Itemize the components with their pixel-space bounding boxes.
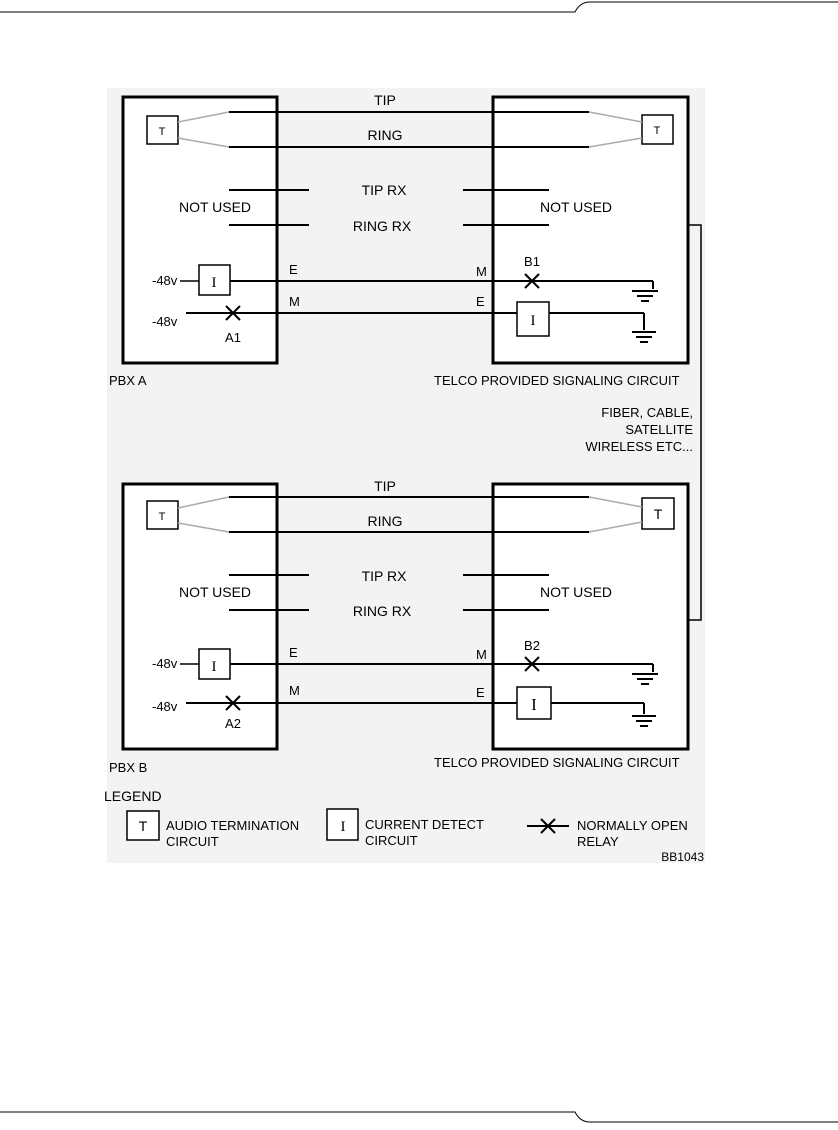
m-right-label: M xyxy=(476,264,487,279)
legend-i-label-line1: CURRENT DETECT xyxy=(365,817,484,832)
link-label-line3: WIRELESS ETC... xyxy=(585,439,693,454)
tip-rx-label: TIP RX xyxy=(362,568,408,584)
legend-i-label-line2: CIRCUIT xyxy=(365,833,418,848)
ring-rx-label: RING RX xyxy=(353,603,412,619)
i-box-left xyxy=(198,648,231,680)
legend-t-label-line1: AUDIO TERMINATION xyxy=(166,818,299,833)
tip-label: TIP xyxy=(374,92,396,108)
v-top-label: -48v xyxy=(152,656,178,671)
relay-left-label: A1 xyxy=(225,330,241,345)
legend-t-symbol xyxy=(126,810,160,841)
i-box-right-label: I xyxy=(531,695,537,714)
upper-circuit: T T TIP RING TIP RX RING RX NOT USED NOT… xyxy=(109,92,690,388)
m-left-label: M xyxy=(289,683,300,698)
i-box-right-label: I xyxy=(531,313,536,329)
m-right-label: M xyxy=(476,647,487,662)
i-box-left-label: I xyxy=(212,275,217,291)
not-used-right-label: NOT USED xyxy=(540,584,612,600)
pbx-b-box xyxy=(121,482,279,751)
t-box-left-label: T xyxy=(159,126,166,138)
ring-label: RING xyxy=(368,513,403,529)
telco-b-label: TELCO PROVIDED SIGNALING CIRCUIT xyxy=(434,755,680,770)
relay-right-label: B1 xyxy=(524,254,540,269)
t-box-right xyxy=(641,497,675,530)
t-box-left xyxy=(146,115,179,145)
tip-label: TIP xyxy=(374,478,396,494)
i-box-left xyxy=(198,264,231,296)
not-used-left-label: NOT USED xyxy=(179,199,251,215)
legend-i-symbol-label: I xyxy=(341,819,346,835)
legend-i-symbol xyxy=(326,808,359,841)
figure-id: BB1043 xyxy=(661,850,704,864)
e-left-label: E xyxy=(289,645,298,660)
legend-relay-symbol xyxy=(527,818,569,834)
v-top-label: -48v xyxy=(152,273,178,288)
not-used-right-label: NOT USED xyxy=(540,199,612,215)
i-box-left-label: I xyxy=(212,659,217,675)
footer-rule xyxy=(0,1111,838,1123)
relay-left-label: A2 xyxy=(225,716,241,731)
t-box-left-label: T xyxy=(159,511,166,523)
i-box-right xyxy=(516,301,550,337)
ring-label: RING xyxy=(368,127,403,143)
e-right-label: E xyxy=(476,294,485,309)
t-box-right xyxy=(641,114,674,145)
legend: LEGEND T AUDIO TERMINATION CIRCUIT I CUR… xyxy=(104,788,704,864)
link-label-line2: SATELLITE xyxy=(625,422,693,437)
pbx-b-label: PBX B xyxy=(109,760,147,775)
legend-t-label-line2: CIRCUIT xyxy=(166,834,219,849)
v-bottom-label: -48v xyxy=(152,314,178,329)
e-left-label: E xyxy=(289,262,298,277)
t-box-right-label: T xyxy=(654,125,661,137)
ring-rx-label: RING RX xyxy=(353,218,412,234)
legend-relay-label-line2: RELAY xyxy=(577,834,619,849)
transmission-link xyxy=(688,224,702,621)
v-bottom-label: -48v xyxy=(152,699,178,714)
legend-title: LEGEND xyxy=(104,788,162,804)
telco-a-label: TELCO PROVIDED SIGNALING CIRCUIT xyxy=(434,373,680,388)
not-used-left-label: NOT USED xyxy=(179,584,251,600)
link-label-line1: FIBER, CABLE, xyxy=(601,405,693,420)
legend-t-symbol-label: T xyxy=(139,818,148,834)
t-box-right-label: T xyxy=(654,506,663,522)
e-right-label: E xyxy=(476,685,485,700)
pbx-a-box xyxy=(121,95,279,365)
t-box-left xyxy=(146,500,179,530)
relay-right-label: B2 xyxy=(524,638,540,653)
m-left-label: M xyxy=(289,294,300,309)
legend-relay-label-line1: NORMALLY OPEN xyxy=(577,818,688,833)
tip-rx-label: TIP RX xyxy=(362,182,408,198)
lower-circuit: T T TIP RING TIP RX RING RX NOT USED NOT… xyxy=(109,478,690,775)
pbx-a-label: PBX A xyxy=(109,373,147,388)
header-rule xyxy=(0,1,838,13)
